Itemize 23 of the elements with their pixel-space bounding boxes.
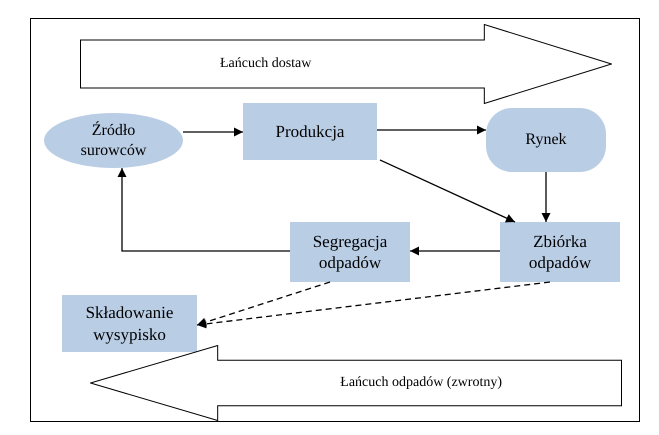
process-box	[500, 222, 620, 282]
big-arrow	[80, 24, 612, 104]
node-label: Rynek	[525, 130, 567, 150]
node-label: Segregacja odpadów	[312, 230, 388, 274]
arrow	[196, 281, 550, 328]
arrow	[196, 281, 330, 327]
arrow	[380, 159, 516, 223]
node-label: Źródło surowców	[80, 120, 148, 160]
process-box	[243, 103, 377, 160]
rounded-node	[486, 108, 606, 172]
node-label: Zbiórka odpadów	[528, 230, 592, 274]
arrow	[117, 168, 290, 252]
process-box	[290, 222, 410, 282]
node-label: Produkcja	[276, 120, 344, 142]
node-label: Składowanie wysypisko	[84, 302, 174, 345]
node-label: Łańcuch odpadów (zwrotny)	[340, 374, 502, 392]
node-label: Łańcuch dostaw	[220, 55, 312, 73]
arrow	[541, 172, 551, 222]
arrow	[410, 246, 500, 256]
arrow	[183, 127, 243, 137]
process-box	[62, 295, 197, 352]
big-arrow	[90, 345, 622, 421]
arrow	[377, 125, 486, 135]
